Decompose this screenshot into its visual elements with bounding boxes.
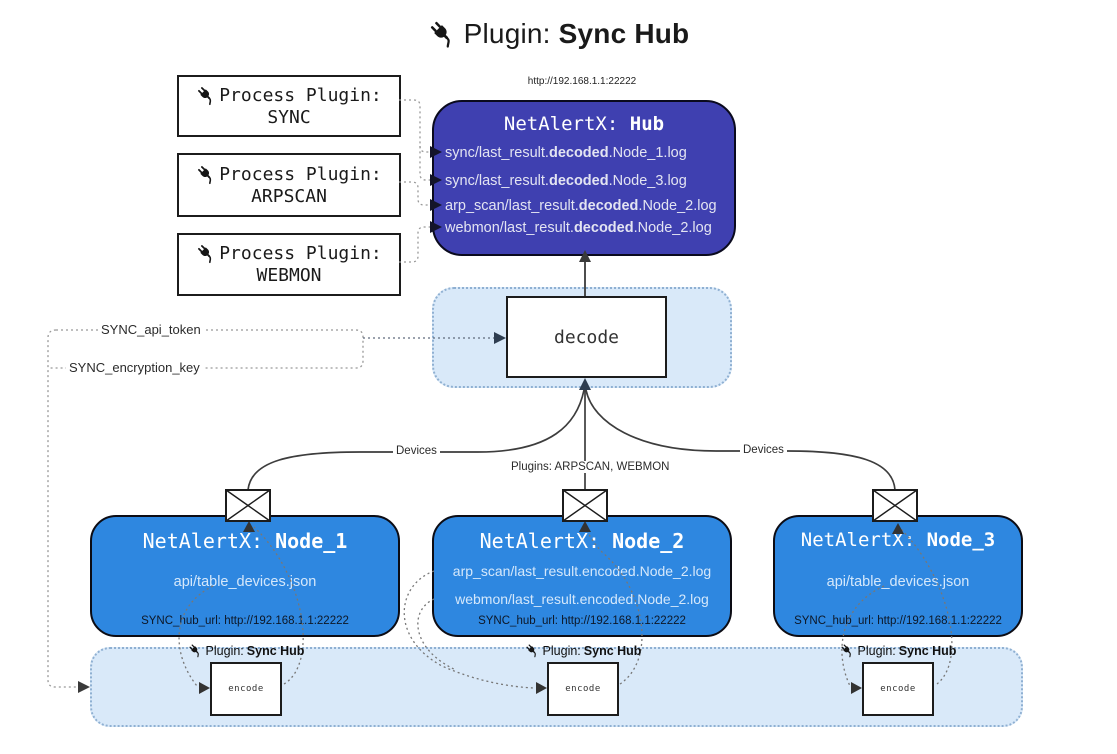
node-file-line: api/table_devices.json — [173, 574, 317, 590]
process-plugin-label: Process Plugin: — [219, 163, 382, 185]
plugins-edge-label: Plugins: ARPSCAN, WEBMON — [508, 461, 673, 473]
sync-encryption-key-label: SYNC_encryption_key — [66, 360, 203, 375]
plug-icon — [196, 243, 217, 264]
process-plugin-box-sync: Process Plugin: SYNC — [177, 75, 401, 137]
plug-icon — [524, 643, 539, 658]
encode-box: encode — [210, 662, 282, 716]
plug-icon — [428, 19, 457, 48]
encode-section-label: Plugin: Sync Hub — [503, 643, 663, 658]
hub-box: NetAlertX: Hub sync/last_result.decoded.… — [432, 100, 736, 256]
node-file-line: arp_scan/last_result.encoded.Node_2.log — [452, 563, 712, 579]
encode-panel-arrowhead — [78, 681, 90, 693]
hub-file-line: webmon/last_result.decoded.Node_2.log — [445, 220, 712, 236]
hub-title: NetAlertX: Hub — [503, 113, 665, 135]
hub-file-line: arp_scan/last_result.decoded.Node_2.log — [445, 198, 717, 214]
process-plugin-box-webmon: Process Plugin: WEBMON — [177, 233, 401, 296]
devices-label-left: Devices — [393, 445, 440, 457]
node-box-node3: NetAlertX: Node_3 api/table_devices.json… — [773, 515, 1023, 637]
node-hub-url: SYNC_hub_url: http://192.168.1.1:22222 — [478, 615, 686, 627]
hub-url: http://192.168.1.1:22222 — [527, 76, 637, 87]
node-file-line: webmon/last_result.encoded.Node_2.log — [455, 591, 709, 607]
node-file-line: api/table_devices.json — [826, 574, 970, 590]
process-plugin-name: WEBMON — [256, 265, 322, 286]
node-box-node2: NetAlertX: Node_2 arp_scan/last_result.e… — [432, 515, 732, 637]
process-plugin-box-arpscan: Process Plugin: ARPSCAN — [177, 153, 401, 217]
node-to-decode-curves — [247, 386, 896, 491]
node-title: NetAlertX: Node_3 — [800, 529, 996, 551]
plug-icon — [196, 163, 217, 184]
plug-icon — [839, 643, 854, 658]
plug-icon — [187, 643, 202, 658]
process-plugin-name: SYNC — [267, 106, 311, 128]
encode-section-label: Plugin: Sync Hub — [166, 643, 326, 658]
node-hub-url: SYNC_hub_url: http://192.168.1.1:22222 — [794, 615, 1002, 627]
node-title: NetAlertX: Node_1 — [142, 529, 348, 553]
node-title: NetAlertX: Node_2 — [479, 529, 685, 553]
page-title: Plugin: Sync Hub — [0, 18, 1117, 50]
plugin-to-hub-connectors — [399, 99, 432, 263]
plug-icon — [196, 84, 217, 105]
process-plugin-name: ARPSCAN — [251, 185, 327, 207]
encode-box: encode — [547, 662, 619, 716]
encode-section-label: Plugin: Sync Hub — [818, 643, 978, 658]
sync-api-token-label: SYNC_api_token — [98, 322, 204, 337]
hub-file-line: sync/last_result.decoded.Node_1.log — [445, 145, 687, 161]
devices-label-right: Devices — [740, 444, 787, 456]
node-hub-url: SYNC_hub_url: http://192.168.1.1:22222 — [141, 615, 349, 627]
process-plugin-label: Process Plugin: — [219, 84, 382, 106]
page-title-prefix: Plugin: — [463, 18, 559, 49]
encode-box: encode — [862, 662, 934, 716]
node-box-node1: NetAlertX: Node_1 api/table_devices.json… — [90, 515, 400, 637]
hub-file-line: sync/last_result.decoded.Node_3.log — [445, 173, 687, 189]
process-plugin-label: Process Plugin: — [219, 243, 382, 264]
page-title-bold: Sync Hub — [558, 18, 690, 49]
decode-box: decode — [506, 296, 667, 378]
